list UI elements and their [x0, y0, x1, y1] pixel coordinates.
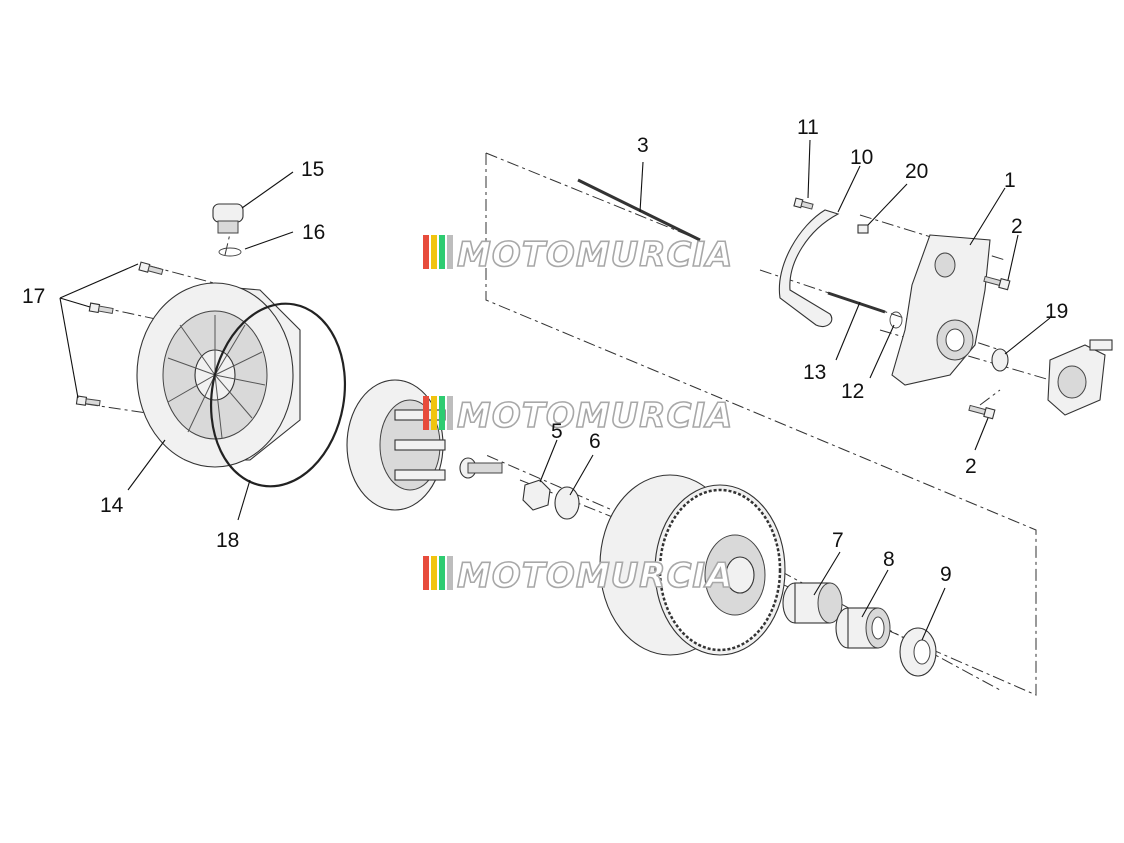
part-3-push-rod	[577, 178, 701, 242]
part-labels: 1 2 2 3 5 6 7 8 9 10 11 12 13 14 15 16 1…	[22, 116, 1068, 586]
part-6-washer	[554, 486, 580, 520]
label-6: 6	[589, 430, 601, 453]
label-17: 17	[22, 285, 45, 308]
clutch-basket	[599, 474, 786, 656]
watermark-text: MOTOMURCIA	[457, 556, 733, 596]
part-5-nut	[522, 479, 551, 511]
label-13: 13	[803, 361, 826, 384]
watermark-text: MOTOMURCIA	[457, 235, 733, 275]
watermark-stripe-1	[423, 235, 429, 269]
watermark-stripe-3	[439, 235, 445, 269]
label-19: 19	[1045, 300, 1068, 323]
assembly-boundary-top	[485, 152, 701, 241]
watermark: MOTOMURCIA MOTOMURCIA MOTOMURCIA	[423, 234, 733, 597]
part-18-gasket	[209, 302, 347, 488]
watermark-stripe-2	[431, 235, 437, 269]
label-5: 5	[551, 420, 563, 443]
watermark-text: MOTOMURCIA	[457, 396, 733, 436]
part-10-bracket	[778, 209, 840, 328]
part-9-thrust-washer	[899, 627, 937, 677]
label-14: 14	[100, 494, 124, 517]
part-20-dowel	[857, 224, 869, 234]
label-8: 8	[883, 548, 895, 571]
label-11: 11	[797, 116, 819, 139]
label-2a: 2	[1011, 215, 1023, 238]
leader-lines	[59, 139, 1051, 641]
label-10: 10	[850, 146, 873, 169]
label-2b: 2	[965, 455, 977, 478]
part-13-pin	[827, 291, 886, 314]
part-16-oring	[218, 247, 242, 257]
label-3: 3	[637, 134, 649, 157]
part-12-oring	[889, 311, 903, 329]
watermark-stripe-4	[447, 235, 453, 269]
part-14-clutch-cover	[136, 282, 301, 468]
label-1: 1	[1004, 169, 1016, 192]
part-15-cap	[212, 203, 244, 234]
label-12: 12	[841, 380, 864, 403]
part-8-bushing	[835, 607, 891, 649]
part-11-screw	[793, 197, 814, 210]
part-7-needle-bearing	[782, 582, 843, 624]
part-2-bolts	[968, 275, 1011, 420]
label-15: 15	[301, 158, 324, 181]
pressure-plate	[346, 379, 446, 511]
label-18: 18	[216, 529, 239, 552]
label-16: 16	[302, 221, 325, 244]
label-7: 7	[832, 529, 844, 552]
part-19-seal	[991, 348, 1009, 372]
label-20: 20	[905, 160, 928, 183]
slave-cylinder	[1047, 339, 1113, 416]
pressure-plate-bolt	[459, 457, 503, 479]
part-1-cylinder-housing	[891, 234, 991, 386]
label-9: 9	[940, 563, 952, 586]
